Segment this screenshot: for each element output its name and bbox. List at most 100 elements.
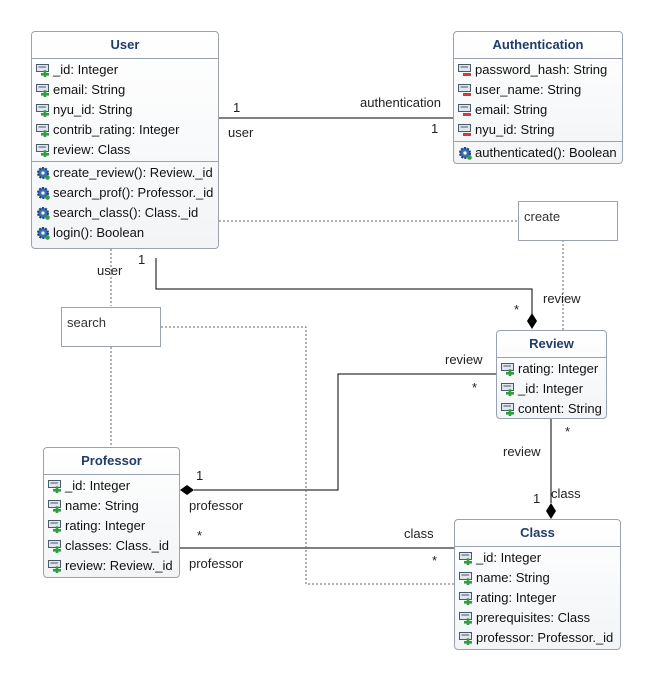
user-auth-multiplicity-user: 1: [233, 100, 241, 115]
user-search-role: user: [97, 263, 123, 278]
create-note-text: create: [524, 209, 561, 224]
attribute-text: professor: Professor._id: [476, 630, 614, 645]
class-attribute[interactable]: password_hash: String: [454, 60, 622, 80]
review-professor-diamond: [180, 485, 194, 495]
operation-gear-icon: [37, 167, 50, 180]
operation-text: authenticated(): Boolean: [475, 145, 617, 160]
class-operation[interactable]: search_prof(): Professor._id: [32, 183, 218, 203]
class-attribute[interactable]: _id: Integer: [455, 548, 620, 568]
class-attribute[interactable]: rating: Integer: [497, 359, 606, 379]
operation-text: search_class(): Class._id: [53, 205, 199, 220]
public-attribute-icon: [36, 84, 49, 97]
review-class-diamond: [546, 503, 556, 519]
class-attribute[interactable]: prerequisites: Class: [455, 608, 620, 628]
public-attribute-icon: [48, 500, 61, 513]
attribute-text: _id: Integer: [53, 62, 119, 77]
attribute-text: review: Class: [53, 142, 131, 157]
attribute-text: review: Review._id: [65, 558, 173, 573]
public-attribute-icon: [459, 592, 472, 605]
user-review-multiplicity-review: *: [514, 302, 520, 317]
class-attribute[interactable]: _id: Integer: [497, 379, 606, 399]
private-attribute-icon: [458, 64, 471, 76]
class-operation[interactable]: authenticated(): Boolean: [454, 143, 622, 163]
public-attribute-icon: [501, 403, 514, 416]
public-attribute-icon: [48, 480, 61, 493]
class-attribute[interactable]: professor: Professor._id: [455, 628, 620, 648]
review-attributes: rating: Integer _id: Integer content: Stri…: [497, 358, 606, 420]
class-attribute[interactable]: content: String: [497, 399, 606, 419]
user-auth-multiplicity-auth: 1: [431, 121, 439, 136]
private-attribute-icon: [458, 84, 471, 96]
attribute-text: prerequisites: Class: [476, 610, 591, 625]
private-attribute-icon: [458, 124, 471, 136]
review-class-title: Review: [497, 331, 606, 358]
class-attribute[interactable]: rating: Integer: [44, 516, 179, 536]
operation-text: login(): Boolean: [53, 225, 145, 240]
operation-gear-icon: [37, 207, 50, 220]
attribute-text: user_name: String: [475, 82, 582, 97]
review-prof-multiplicity-review: *: [472, 380, 478, 395]
public-attribute-icon: [48, 540, 61, 553]
operation-gear-icon: [459, 147, 472, 160]
class-attribute[interactable]: email: String: [32, 80, 218, 100]
class-attribute[interactable]: user_name: String: [454, 80, 622, 100]
class-attribute[interactable]: name: String: [44, 496, 179, 516]
public-attribute-icon: [48, 560, 61, 573]
authentication-attributes: password_hash: String user_name: String em…: [454, 59, 622, 141]
attribute-text: email: String: [53, 82, 126, 97]
class-operation[interactable]: create_review(): Review._id: [32, 163, 218, 183]
class-attribute[interactable]: email: String: [454, 100, 622, 120]
public-attribute-icon: [48, 520, 61, 533]
public-attribute-icon: [459, 572, 472, 585]
attribute-text: rating: Integer: [518, 361, 599, 376]
search-note[interactable]: search: [61, 307, 161, 347]
public-attribute-icon: [36, 144, 49, 157]
attribute-text: _id: Integer: [476, 550, 542, 565]
attribute-text: nyu_id: String: [475, 122, 555, 137]
class-attribute[interactable]: name: String: [455, 568, 620, 588]
class-attribute[interactable]: classes: Class._id: [44, 536, 179, 556]
user-auth-role-user: user: [228, 125, 254, 140]
operation-text: search_prof(): Professor._id: [53, 185, 214, 200]
authentication-class[interactable]: Authentication password_hash: String user…: [453, 31, 623, 164]
class-attribute[interactable]: _id: Integer: [32, 60, 218, 80]
review-professor-composition: [194, 373, 496, 491]
prof-class-multiplicity-prof: *: [197, 528, 203, 543]
attribute-text: name: String: [65, 498, 139, 513]
public-attribute-icon: [501, 383, 514, 396]
review-class-role-class: class: [551, 486, 581, 501]
user-review-multiplicity-user: 1: [138, 252, 146, 267]
class-class-title: Class: [455, 520, 620, 547]
class-attribute[interactable]: contrib_rating: Integer: [32, 120, 218, 140]
prof-class-multiplicity-class: *: [432, 553, 438, 568]
user-review-role-review: review: [543, 291, 581, 306]
review-class[interactable]: Review rating: Integer _id: Integer conten…: [496, 330, 607, 419]
class-operation[interactable]: search_class(): Class._id: [32, 203, 218, 223]
class-operation[interactable]: login(): Boolean: [32, 223, 218, 243]
review-class-role-review: review: [503, 444, 541, 459]
class-attribute[interactable]: _id: Integer: [44, 476, 179, 496]
class-attribute[interactable]: rating: Integer: [455, 588, 620, 608]
authentication-class-title: Authentication: [454, 32, 622, 59]
attribute-text: password_hash: String: [475, 62, 608, 77]
user-class-title: User: [32, 32, 218, 59]
attribute-text: _id: Integer: [518, 381, 584, 396]
user-review-composition: [155, 258, 533, 316]
review-prof-role-review: review: [445, 352, 483, 367]
attribute-text: _id: Integer: [65, 478, 131, 493]
class-attribute[interactable]: nyu_id: String: [32, 100, 218, 120]
class-attribute[interactable]: nyu_id: String: [454, 120, 622, 140]
class-attribute[interactable]: review: Review._id: [44, 556, 179, 576]
attribute-text: email: String: [475, 102, 548, 117]
create-note[interactable]: create: [518, 201, 618, 241]
user-class[interactable]: User _id: Integer email: String nyu_id: St…: [31, 31, 219, 249]
public-attribute-icon: [36, 104, 49, 117]
operation-text: create_review(): Review._id: [53, 165, 213, 180]
user-auth-role-authentication: authentication: [360, 95, 441, 110]
operation-gear-icon: [37, 187, 50, 200]
class-attribute[interactable]: review: Class: [32, 140, 218, 160]
